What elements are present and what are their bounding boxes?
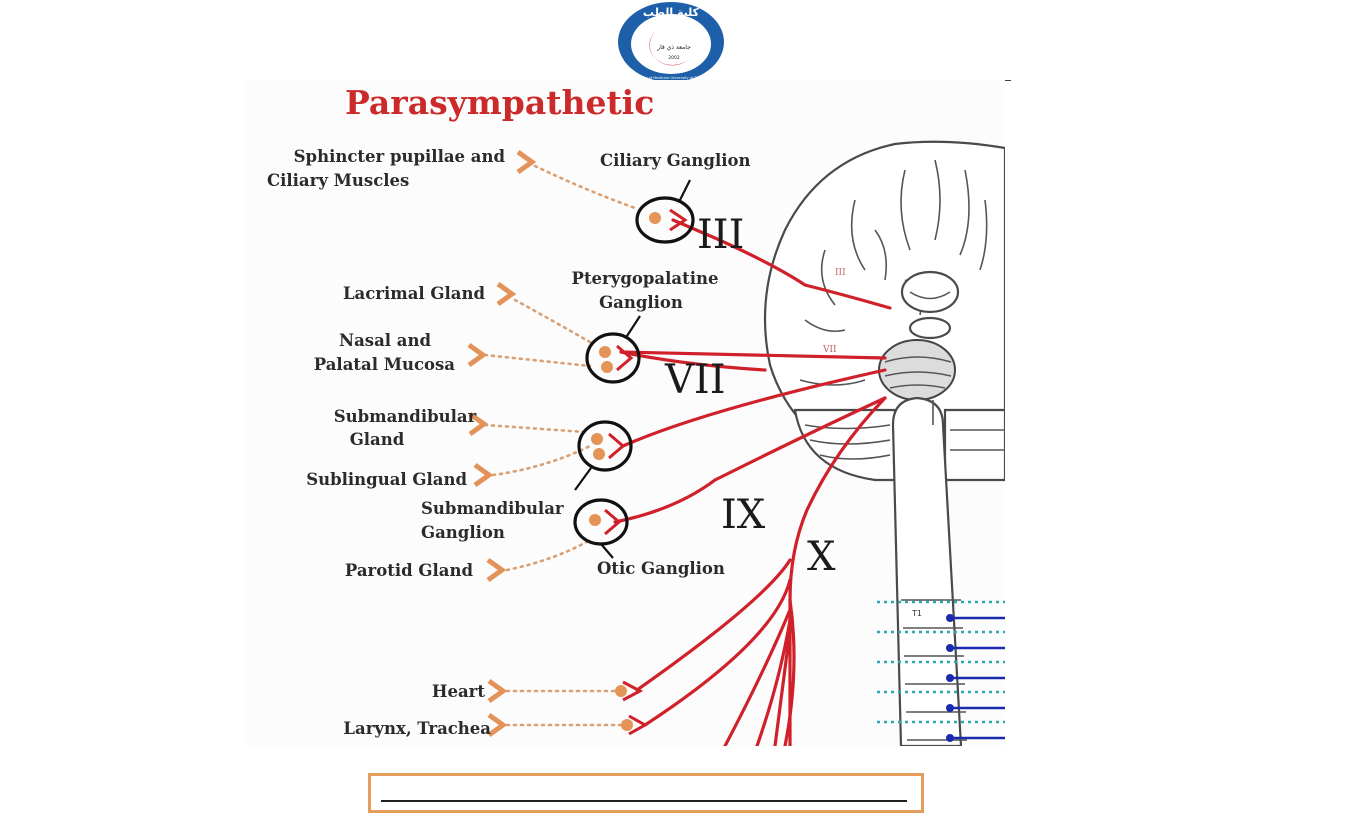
- pterygopalatine-ganglion: [585, 315, 641, 384]
- label-pterygopalatine-line2: Ganglion: [599, 293, 683, 312]
- parasympathetic-figure: Parasympathetic T1 I: [245, 80, 1005, 746]
- label-sphincter-line2: Ciliary Muscles: [267, 171, 409, 190]
- label-sphincter-line1: Sphincter pupillae and: [294, 147, 506, 166]
- logo-ring-text: College of Medicine University of Thi-Qa…: [634, 76, 708, 80]
- otic-ganglion: [573, 498, 629, 559]
- figure-title: Parasympathetic: [345, 83, 654, 122]
- label-submandibular-ganglion-line1: Submandibular: [421, 499, 564, 518]
- logo-arabic-top: كلية الطب: [643, 6, 700, 19]
- target-connectors: [483, 164, 637, 727]
- label-otic-ganglion: Otic Ganglion: [597, 559, 725, 578]
- submandibular-ganglion: [574, 420, 633, 491]
- brain-label-iii: III: [835, 268, 846, 278]
- vagal-terminal-ganglia: [615, 680, 649, 736]
- spinal-outflow: [877, 600, 1005, 742]
- brain-label-vii: VII: [822, 345, 837, 355]
- label-ciliary-ganglion: Ciliary Ganglion: [600, 151, 751, 170]
- label-nasal-line2: Palatal Mucosa: [314, 355, 456, 374]
- label-heart: Heart: [432, 682, 485, 701]
- brain-illustration: T1 III VII: [763, 140, 1005, 746]
- answer-blank-line: [381, 800, 907, 802]
- nerve-label-ix: IX: [721, 492, 766, 538]
- nerve-paths: [613, 218, 892, 746]
- label-lacrimal-gland: Lacrimal Gland: [343, 284, 486, 303]
- target-markers: [467, 149, 537, 738]
- label-sublingual-gland: Sublingual Gland: [306, 470, 467, 489]
- label-submandibular-gland-line1: Submandibular: [334, 407, 477, 426]
- answer-box[interactable]: [368, 773, 924, 813]
- page-dash-mark: [1003, 80, 1011, 81]
- label-nasal-line1: Nasal and: [339, 331, 431, 350]
- brain-label-t1: T1: [911, 609, 922, 618]
- logo-crescent: [649, 31, 689, 66]
- ciliary-ganglion: [635, 179, 695, 244]
- logo-inner-field: [631, 14, 711, 74]
- label-larynx-trachea: Larynx, Trachea: [343, 719, 491, 738]
- college-logo: كلية الطب جامعة ذي قار 2002 College of M…: [618, 2, 724, 82]
- label-submandibular-ganglion-line2: Ganglion: [421, 523, 505, 542]
- logo-arabic-center: جامعة ذي قار: [656, 44, 691, 51]
- nerve-label-vii: VII: [664, 357, 726, 403]
- nerve-label-x: X: [807, 534, 836, 580]
- label-parotid-gland: Parotid Gland: [345, 561, 474, 580]
- label-submandibular-gland-line2: Gland: [350, 430, 405, 449]
- label-pterygopalatine-line1: Pterygopalatine: [572, 269, 719, 288]
- logo-year: 2002: [668, 55, 680, 61]
- nerve-label-iii: III: [697, 212, 744, 258]
